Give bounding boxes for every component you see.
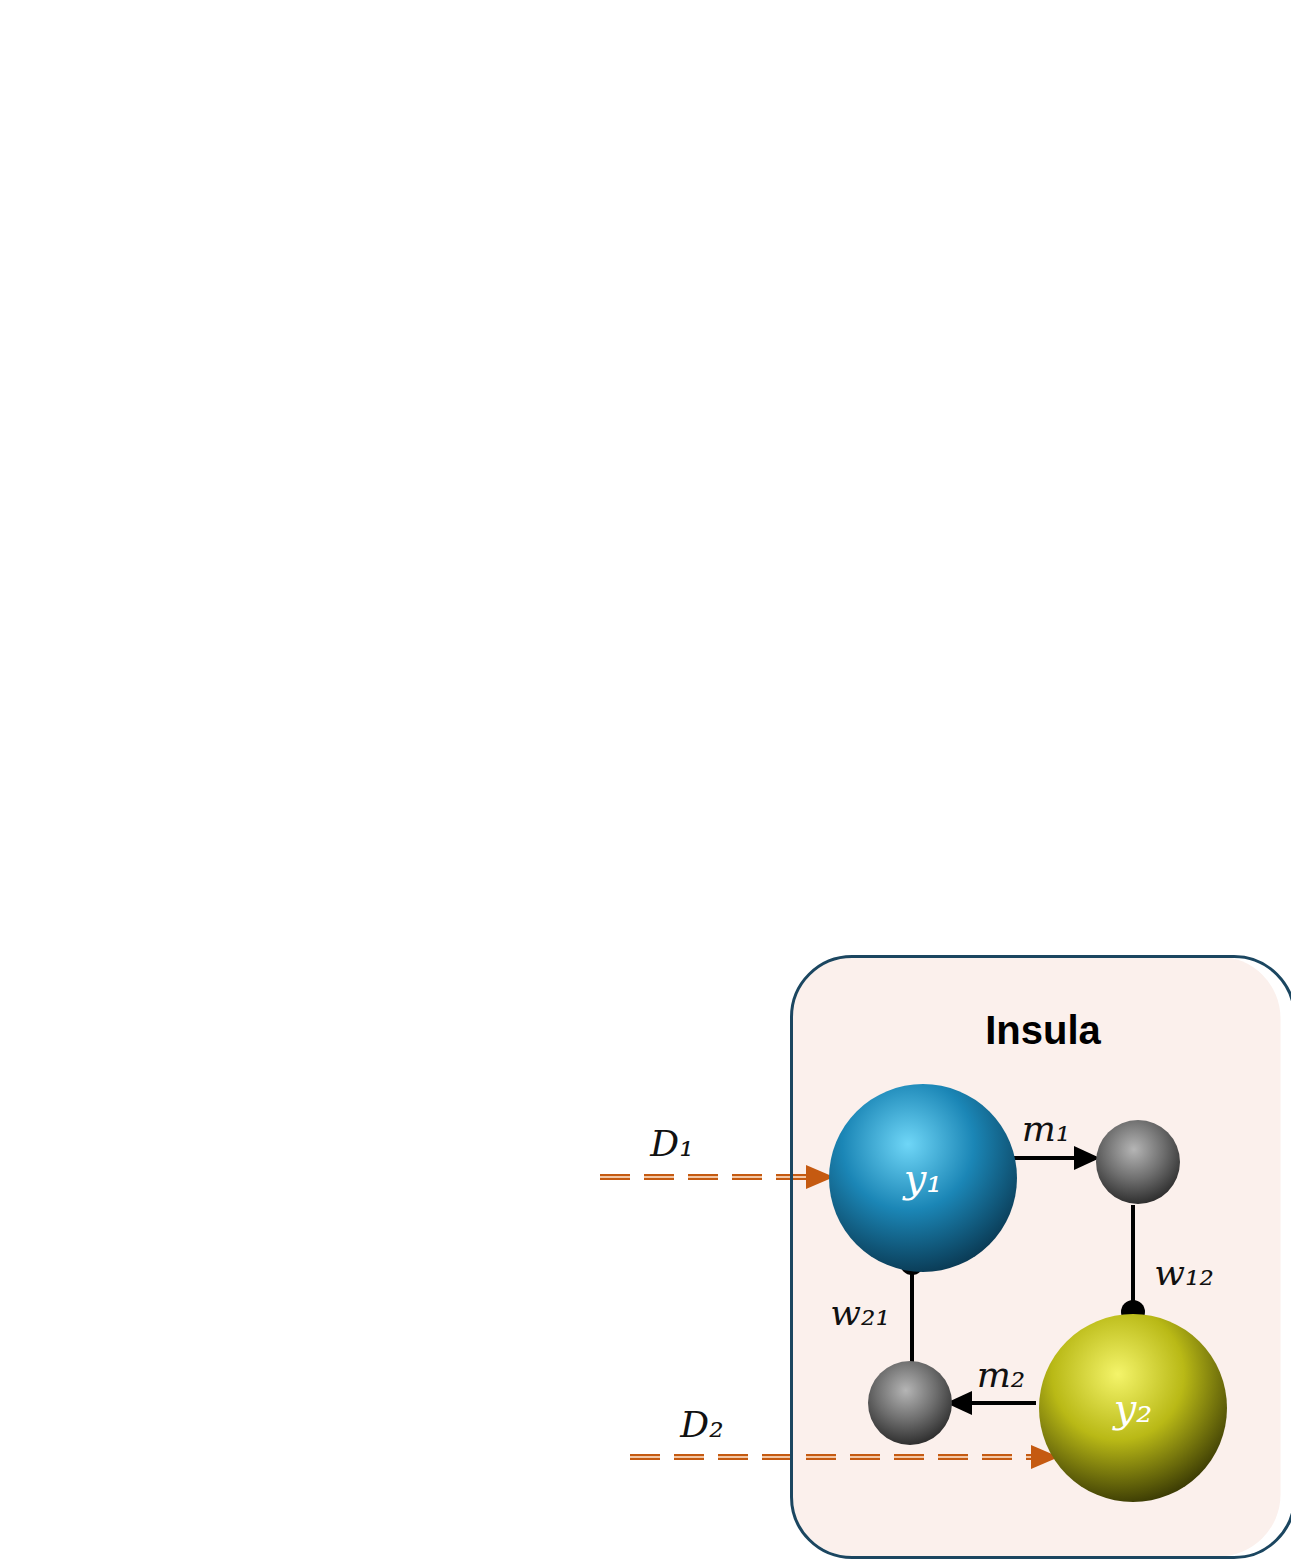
arrow-head — [1074, 1146, 1100, 1170]
neuron-sphere: y₂ — [1038, 1313, 1228, 1503]
parameter-label: D₂ — [680, 1404, 723, 1445]
inhibitory-line — [910, 1270, 914, 1362]
neuron-label: y₂ — [1114, 1385, 1153, 1431]
input-arrow — [630, 1445, 1059, 1469]
neuron-sphere: y₁ — [828, 1083, 1018, 1273]
interneuron-sphere — [1096, 1120, 1180, 1204]
parameter-label: w₂₁ — [830, 1292, 890, 1333]
neuron-label: y₁ — [904, 1155, 943, 1201]
region-title: Insula — [793, 1008, 1291, 1053]
inhibitory-line — [1131, 1205, 1135, 1305]
interneuron-sphere — [868, 1361, 952, 1445]
parameter-label: m₁ — [1022, 1108, 1071, 1149]
parameter-label: m₂ — [977, 1354, 1026, 1395]
parameter-label: w₁₂ — [1154, 1252, 1214, 1293]
parameter-label: D₁ — [650, 1123, 693, 1164]
input-arrow — [600, 1165, 834, 1189]
region-box: Insula y₁ y₂ — [790, 955, 1291, 1559]
